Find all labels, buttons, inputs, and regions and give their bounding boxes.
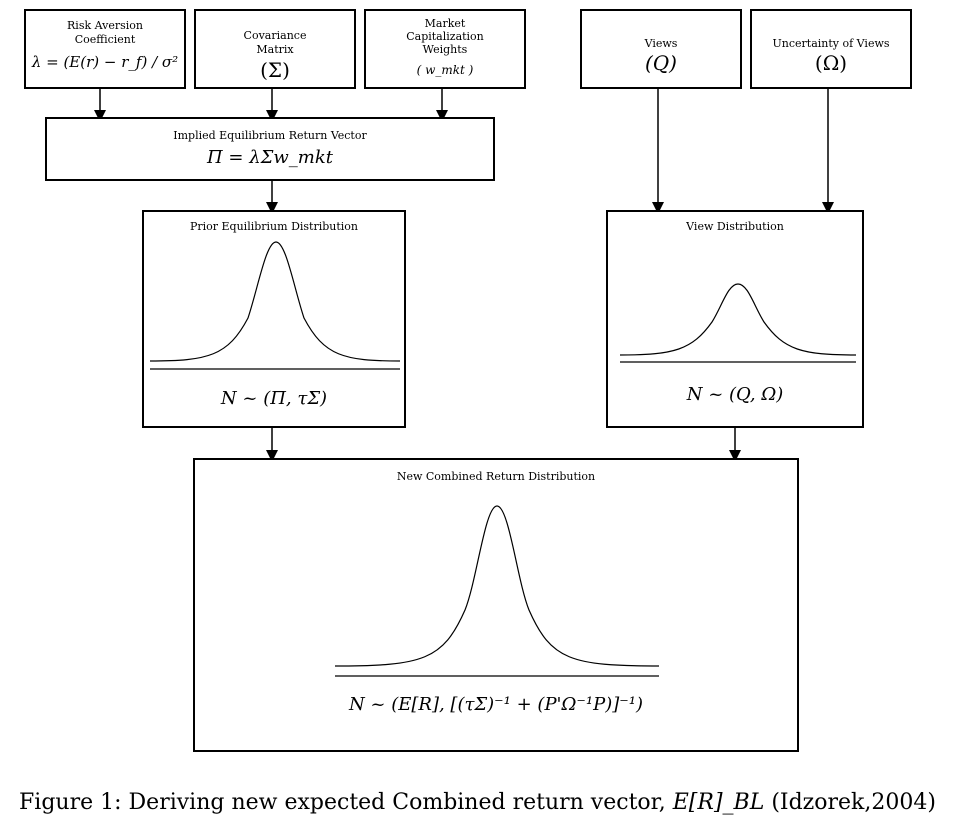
figure-caption: Figure 1: Deriving new expected Combined… — [0, 790, 955, 815]
prior-title: Prior Equilibrium Distribution — [189, 220, 359, 233]
implied-equilibrium-box: Implied Equilibrium Return Vector Π = λΣ… — [45, 117, 495, 181]
implied-formula: Π = λΣw_mkt — [207, 147, 333, 168]
covariance-symbol: (Σ) — [260, 58, 290, 82]
view-curve-path — [619, 283, 857, 356]
market-cap-box: Market Capitalization Weights ( w_mkt ) — [364, 9, 526, 89]
prior-formula: N ~ (Π, τΣ) — [220, 388, 328, 409]
combined-bell-curve — [334, 505, 660, 677]
prior-curve-path — [149, 241, 401, 362]
uncertainty-title: Uncertainty of Views — [772, 37, 890, 50]
view-dist-title: View Distribution — [686, 220, 784, 233]
prior-bell-curve — [149, 241, 401, 370]
view-distribution-box: View Distribution N ~ (Q, Ω) — [606, 210, 864, 428]
risk-aversion-box: Risk Aversion Coefficient λ = (E(r) − r_… — [24, 9, 186, 89]
covariance-title-line2: Matrix — [256, 43, 294, 56]
prior-distribution-box: Prior Equilibrium Distribution N ~ (Π, τ… — [142, 210, 406, 428]
market-title-line1: Market — [424, 17, 466, 30]
view-formula: N ~ (Q, Ω) — [686, 384, 784, 405]
views-box: Views (Q) — [580, 9, 742, 89]
market-symbol: ( w_mkt ) — [416, 63, 474, 77]
implied-title: Implied Equilibrium Return Vector — [173, 129, 367, 142]
market-title-line3: Weights — [422, 43, 468, 56]
views-symbol: (Q) — [644, 51, 677, 75]
combined-distribution-box: New Combined Return Distribution N ~ (E[… — [193, 458, 799, 752]
view-bell-curve — [619, 283, 857, 363]
caption-math: E[R]_BL — [672, 790, 765, 815]
combined-formula: N ~ (E[R], [(τΣ)⁻¹ + (P'Ω⁻¹P)]⁻¹) — [348, 694, 644, 715]
views-title: Views — [644, 37, 678, 50]
uncertainty-symbol: (Ω) — [814, 51, 848, 75]
risk-title-line2: Coefficient — [74, 33, 136, 46]
caption-prefix: Figure 1: Deriving new expected Combined… — [19, 790, 673, 815]
covariance-box: Covariance Matrix (Σ) — [194, 9, 356, 89]
risk-formula: λ = (E(r) − r_f) / σ² — [31, 53, 179, 71]
risk-title-line1: Risk Aversion — [67, 19, 143, 32]
market-title-line2: Capitalization — [406, 30, 484, 43]
uncertainty-box: Uncertainty of Views (Ω) — [750, 9, 912, 89]
caption-suffix: (Idzorek,2004) — [764, 790, 936, 815]
covariance-title-line1: Covariance — [243, 29, 307, 42]
combined-title: New Combined Return Distribution — [396, 470, 596, 483]
combined-curve-path — [334, 505, 660, 667]
